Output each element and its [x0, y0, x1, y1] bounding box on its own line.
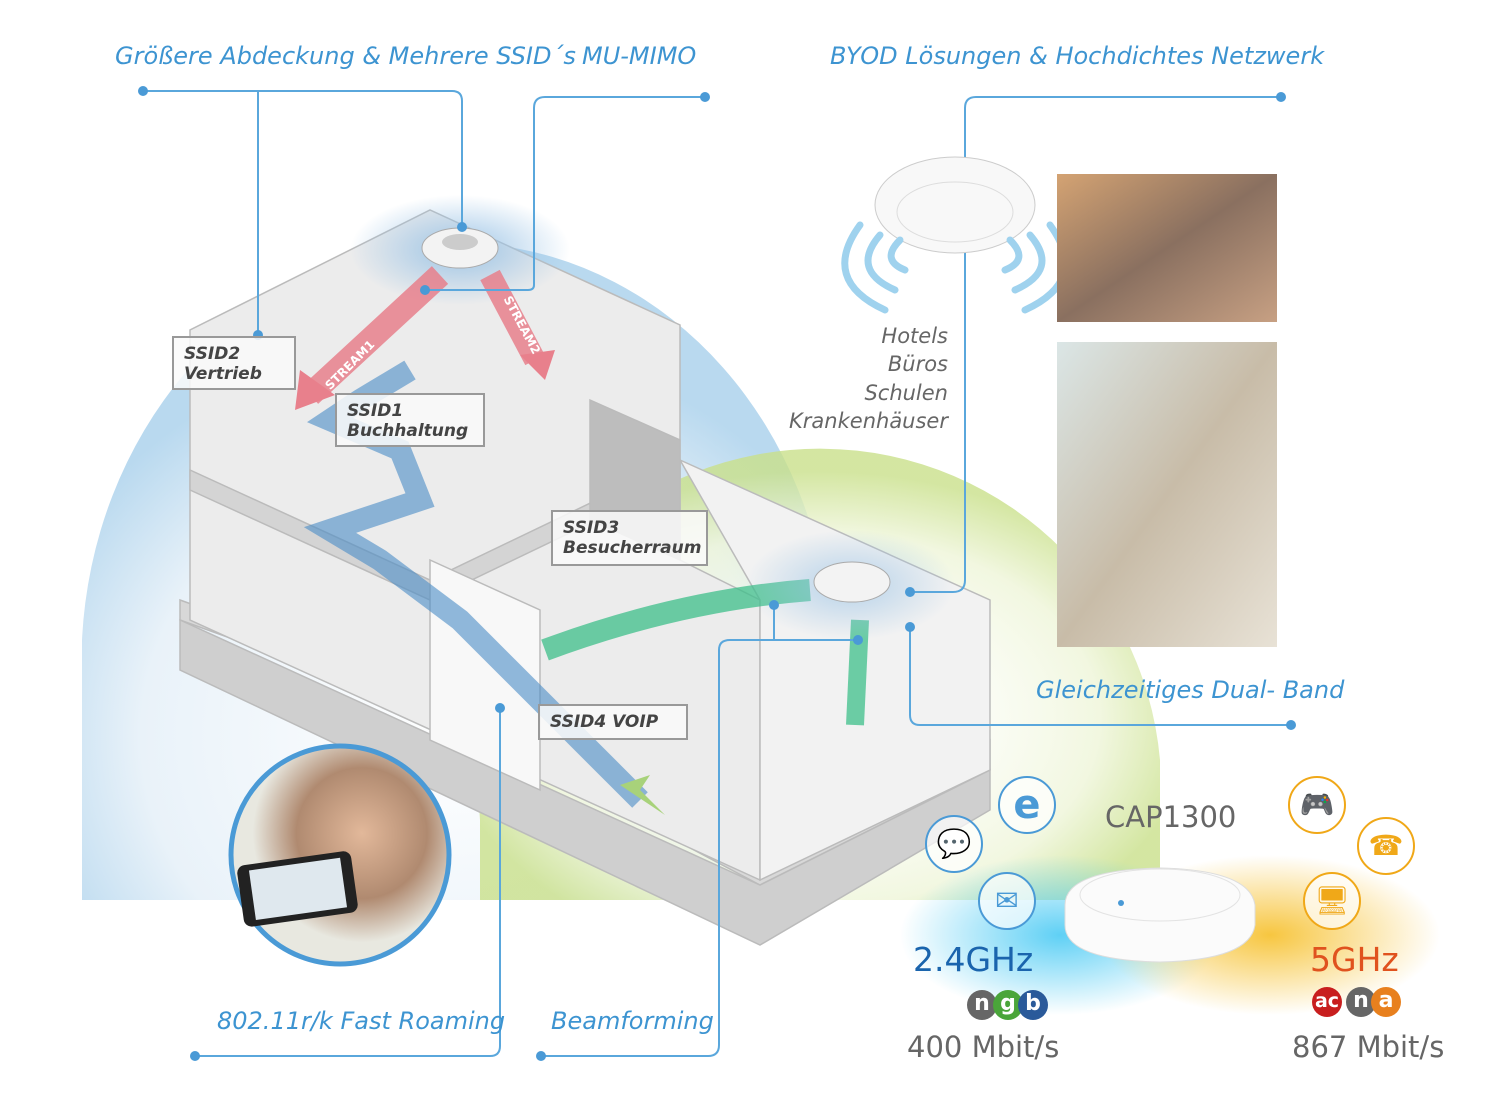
stream1-arrow	[301, 266, 449, 404]
standard-n-badge: n	[967, 990, 997, 1020]
feature-coverage: Größere Abdeckung & Mehrere SSID´s	[115, 42, 576, 70]
browser-e-icon: e	[998, 776, 1056, 834]
ssid3-label: Besucherraum	[563, 538, 702, 558]
feature-byod: BYOD Lösungen & Hochdichtes Netzwerk	[830, 42, 1325, 70]
ap-led	[442, 234, 478, 250]
venue-hospitals: Krankenhäuser	[789, 409, 948, 433]
photo-meeting-room	[1057, 342, 1277, 647]
venue-hotels: Hotels	[881, 324, 948, 348]
ssid2-label: Vertrieb	[184, 364, 262, 384]
stream1-arrowhead	[295, 370, 335, 410]
ssid2-box: SSID2 Vertrieb	[172, 336, 296, 390]
photo-lecture-hall	[1057, 174, 1277, 322]
band24-speed: 400 Mbit/s	[907, 1030, 1060, 1064]
feature-beamforming: Beamforming	[551, 1007, 714, 1035]
ssid4-label: SSID4 VOIP	[550, 712, 659, 732]
standard-ac-badge: ac	[1312, 987, 1342, 1017]
ssid3-box: SSID3 Besucherraum	[551, 510, 708, 566]
standard-b-badge: b	[1018, 990, 1048, 1020]
venue-offices: Büros	[887, 352, 948, 376]
ssid2-name: SSID2	[184, 344, 241, 364]
connector-lines	[143, 90, 1291, 1057]
ssid4-box: SSID4 VOIP	[538, 704, 688, 740]
byod-ap	[874, 156, 1036, 254]
feature-mumimo: MU-MIMO	[582, 42, 697, 70]
venue-schools: Schulen	[864, 381, 948, 405]
ssid1-name: SSID1	[347, 401, 404, 421]
ssid1-label: Buchhaltung	[347, 421, 469, 441]
web-monitor-icon: 🖥	[1303, 872, 1361, 930]
product-model: CAP1300	[1105, 800, 1237, 834]
cap1300-led	[1118, 900, 1124, 906]
band24-label: 2.4GHz	[913, 940, 1034, 979]
stream2-arrowhead	[520, 350, 555, 380]
ceiling-ap-lower	[813, 561, 891, 603]
standard-a-badge: a	[1371, 987, 1401, 1017]
cap1300-rim	[1079, 868, 1241, 922]
gamepad-icon: 🎮	[1288, 776, 1346, 834]
smartphone-screen	[248, 857, 348, 921]
voip-phone-icon: ☎	[1357, 817, 1415, 875]
roaming-arrow	[620, 775, 665, 815]
chat-icon: 💬	[925, 815, 983, 873]
band5-label: 5GHz	[1310, 940, 1399, 979]
band5-speed: 867 Mbit/s	[1292, 1030, 1445, 1064]
feature-roaming: 802.11r/k Fast Roaming	[217, 1007, 506, 1035]
ssid1-box: SSID1 Buchhaltung	[335, 393, 485, 447]
email-icon: ✉	[978, 872, 1036, 930]
feature-dualband: Gleichzeitiges Dual- Band	[1036, 676, 1345, 704]
byod-ap-rim	[896, 181, 1014, 243]
ssid3-name: SSID3	[563, 518, 620, 538]
cap1300-device	[1064, 867, 1256, 963]
